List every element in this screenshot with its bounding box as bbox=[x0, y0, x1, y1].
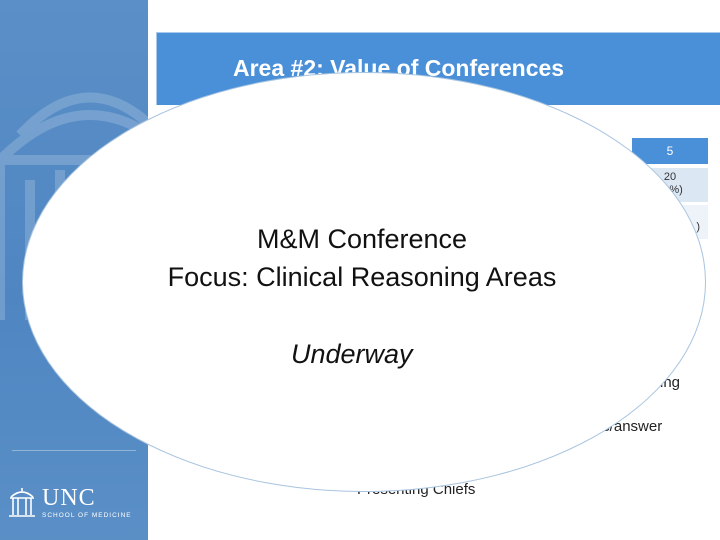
sidebar-divider bbox=[12, 450, 136, 451]
old-well-icon bbox=[9, 488, 35, 517]
logo-wordmark: UNC bbox=[42, 484, 96, 511]
overlay-status: Underway bbox=[291, 339, 413, 369]
unc-logo: UNC SCHOOL OF MEDICINE bbox=[8, 482, 144, 522]
overlay-heading: M&M Conference bbox=[256, 224, 468, 254]
overlay-oval bbox=[22, 72, 706, 492]
table-cell-value: 20 bbox=[663, 171, 677, 183]
table-header-cell: 5 bbox=[632, 138, 708, 164]
logo-subtitle: SCHOOL OF MEDICINE bbox=[42, 511, 132, 519]
overlay-subheading: Focus: Clinical Reasoning Areas bbox=[167, 262, 557, 292]
